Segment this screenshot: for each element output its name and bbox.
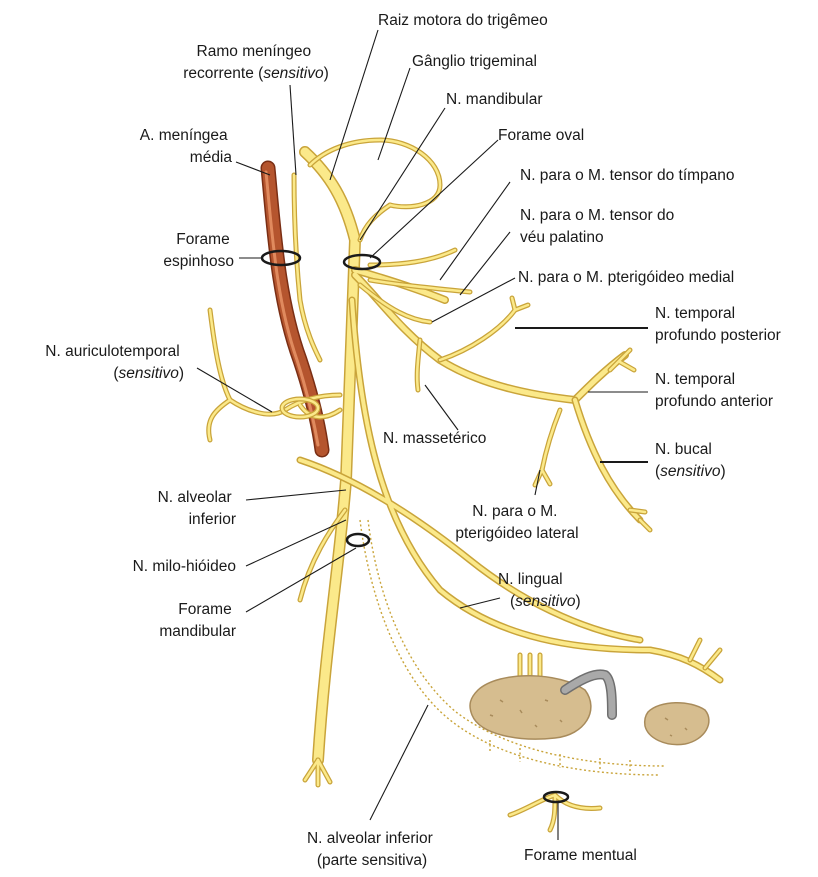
label-ganglio: Gânglio trigeminal <box>412 53 537 70</box>
label-temporal-posterior: N. temporal profundo posterior <box>655 305 781 344</box>
sublingual-gland <box>645 703 709 745</box>
label-a-meningea: A. meníngea média <box>140 127 233 166</box>
label-forame-mentual: Forame mentual <box>524 847 637 864</box>
label-forame-oval: Forame oval <box>498 127 584 144</box>
label-pterigoideo-medial: N. para o M. pterigóideo medial <box>518 269 734 286</box>
label-pterigoideo-lateral: N. para o M. pterigóideo lateral <box>455 503 578 542</box>
nerve-tree <box>209 140 720 830</box>
label-auriculotemporal: N. auriculotemporal (sensitivo) <box>45 343 184 382</box>
label-masseterico: N. massetérico <box>383 430 486 447</box>
label-raiz-motora: Raiz motora do trigêmeo <box>378 12 548 29</box>
label-alveolar-sensitiva: N. alveolar inferior (parte sensitiva) <box>307 830 437 869</box>
label-milo-hioideo: N. milo-hióideo <box>133 558 236 575</box>
label-tensor-veu: N. para o M. tensor do véu palatino <box>520 207 679 246</box>
label-temporal-anterior: N. temporal profundo anterior <box>655 371 773 410</box>
forame-mandibular-ring <box>347 534 369 546</box>
label-alveolar-inferior: N. alveolar inferior <box>158 489 236 528</box>
label-bucal: N. bucal (sensitivo) <box>655 441 726 480</box>
label-forame-mandibular: Forame mandibular <box>159 601 236 640</box>
label-n-mandibular: N. mandibular <box>446 91 543 108</box>
label-tensor-timpano: N. para o M. tensor do tímpano <box>520 167 735 184</box>
label-forame-espinhoso: Forame espinhoso <box>163 231 234 270</box>
label-ramo-meningeo: Ramo meníngeo recorrente (sensitivo) <box>183 43 329 82</box>
